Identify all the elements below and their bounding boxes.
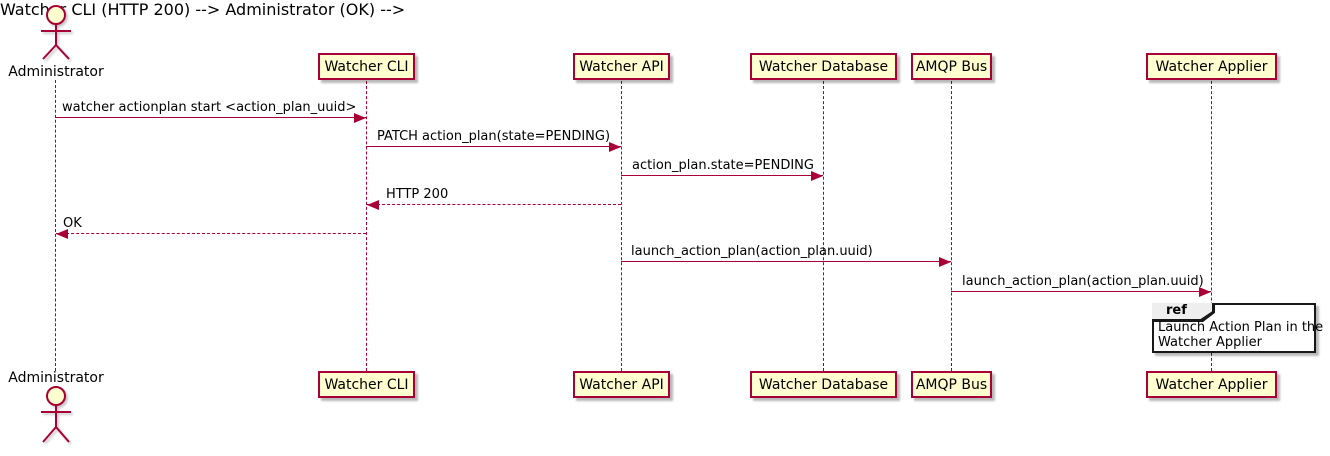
message-1-arrowhead-icon <box>354 113 366 123</box>
participant-label: Watcher CLI <box>324 376 409 393</box>
participant-label: AMQP Bus <box>915 58 988 75</box>
participant-watcher-api-top: Watcher API <box>573 53 670 80</box>
administrator-actor-icon <box>41 5 71 60</box>
message-3-label: action_plan.state=PENDING <box>632 158 814 173</box>
participant-label: Watcher Applier <box>1155 58 1268 75</box>
message-1-line <box>55 117 366 118</box>
message-5-label: OK <box>63 216 82 231</box>
participant-watcher-applier-bottom: Watcher Applier <box>1146 371 1277 398</box>
lifeline-amqp-bus <box>951 81 952 371</box>
participant-label: Watcher CLI <box>324 58 409 75</box>
participant-watcher-cli-top: Watcher CLI <box>318 53 415 80</box>
participant-watcher-database-top: Watcher Database <box>750 53 897 80</box>
lifeline-watcher-cli <box>366 81 367 371</box>
message-4-arrowhead-icon <box>367 200 379 210</box>
lifeline-watcher-api <box>621 81 622 371</box>
participant-label: Watcher Applier <box>1155 376 1268 393</box>
lifeline-watcher-applier <box>1211 81 1212 371</box>
message-7-line <box>951 291 1211 292</box>
ref-tab-label: ref <box>1152 303 1212 319</box>
participant-watcher-cli-bottom: Watcher CLI <box>318 371 415 398</box>
participant-amqp-bus-bottom: AMQP Bus <box>911 371 992 398</box>
administrator-label-bottom: Administrator <box>8 370 104 386</box>
message-5-line <box>56 233 366 234</box>
participant-watcher-database-bottom: Watcher Database <box>750 371 897 398</box>
message-3-arrowhead-icon <box>811 171 823 181</box>
message-1-label: watcher actionplan start <action_plan_uu… <box>62 100 357 115</box>
participant-watcher-api-bottom: Watcher API <box>573 371 670 398</box>
message-7-label: launch_action_plan(action_plan.uuid) <box>962 274 1204 289</box>
message-4-label: HTTP 200 <box>386 187 449 202</box>
lifeline-watcher-database <box>823 81 824 371</box>
participant-amqp-bus-top: AMQP Bus <box>911 53 992 80</box>
administrator-actor-icon-bottom <box>41 386 71 443</box>
participant-watcher-applier-top: Watcher Applier <box>1146 53 1277 80</box>
participant-label: Watcher API <box>579 58 664 75</box>
message-6-arrowhead-icon <box>939 257 951 267</box>
participant-label: Watcher API <box>579 376 664 393</box>
message-6-label: launch_action_plan(action_plan.uuid) <box>631 244 873 259</box>
ref-text-line2: Watcher Applier <box>1158 334 1262 350</box>
ref-fragment: ref Launch Action Plan in the Watcher Ap… <box>1152 303 1323 353</box>
message-2-line <box>366 146 621 147</box>
message-2-arrowhead-icon <box>609 142 621 152</box>
message-5-arrowhead-icon <box>56 229 68 239</box>
ref-text: Launch Action Plan in the Watcher Applie… <box>1158 320 1324 350</box>
message-4-line <box>367 204 621 205</box>
administrator-label-top: Administrator <box>8 64 104 80</box>
participant-label: Watcher Database <box>758 58 889 75</box>
ref-tab: ref <box>1152 303 1215 322</box>
message-6-line <box>621 261 951 262</box>
message-7-arrowhead-icon <box>1199 287 1211 297</box>
participant-label: Watcher Database <box>758 376 889 393</box>
participant-label: AMQP Bus <box>915 376 988 393</box>
message-2-label: PATCH action_plan(state=PENDING) <box>377 129 611 144</box>
message-3-line <box>621 175 823 176</box>
lifeline-administrator <box>55 80 56 371</box>
ref-text-line1: Launch Action Plan in the <box>1158 320 1324 335</box>
